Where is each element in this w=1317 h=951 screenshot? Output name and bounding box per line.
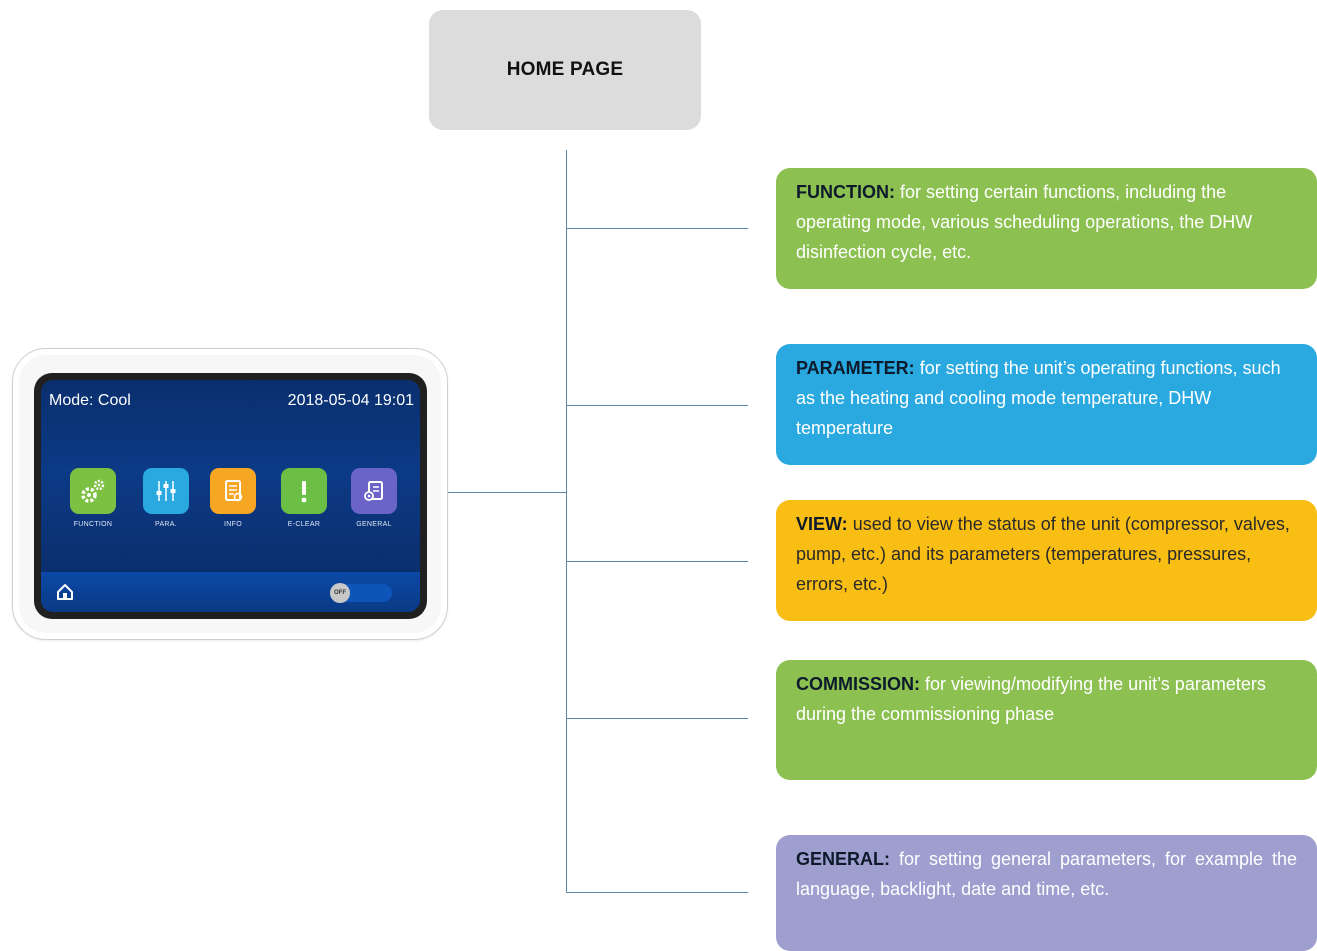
- toggle-label: OFF: [334, 590, 346, 596]
- e-clear-tile: [281, 468, 327, 514]
- function-box: FUNCTION: for setting certain functions,…: [776, 168, 1317, 289]
- function-label: FUNCTION:: [796, 182, 895, 202]
- sliders-icon: [156, 481, 176, 501]
- connector-general: [566, 892, 748, 893]
- general-label: GENERAL:: [796, 849, 890, 869]
- parameter-box: PARAMETER: for setting the unit’s operat…: [776, 344, 1317, 465]
- screen-mode: Mode: Cool: [49, 392, 131, 409]
- view-text: used to view the status of the unit (com…: [796, 514, 1290, 594]
- screen-datetime: 2018-05-04 19:01: [287, 392, 414, 409]
- general-text: for setting general parameters, for exam…: [796, 849, 1297, 899]
- e-clear-tile-label: E-CLEAR: [287, 521, 321, 528]
- parameter-text: for setting the unit’s operating functio…: [796, 358, 1281, 438]
- general-tile-label: GENERAL: [356, 521, 392, 528]
- screen-bottom-bar: OFF: [41, 572, 420, 612]
- document-icon: [225, 480, 243, 502]
- para-tile-label: PARA.: [155, 521, 177, 528]
- commission-label: COMMISSION:: [796, 674, 920, 694]
- home-icon: [57, 584, 73, 600]
- home-page-box: HOME PAGE: [429, 10, 701, 130]
- connector-function: [566, 228, 748, 229]
- general-tile: [351, 468, 397, 514]
- connector-parameter: [566, 405, 748, 406]
- home-page-title: HOME PAGE: [506, 59, 624, 80]
- commission-box: COMMISSION: for viewing/modifying the un…: [776, 660, 1317, 780]
- control-panel-device: Mode: Cool 2018-05-04 19:01 FUNCTION: [12, 348, 448, 640]
- toggle-knob: OFF: [330, 583, 350, 603]
- power-toggle: OFF: [330, 583, 392, 603]
- parameter-label: PARAMETER:: [796, 358, 915, 378]
- view-label: VIEW:: [796, 514, 848, 534]
- exclamation-icon: [301, 481, 307, 503]
- function-tile-label: FUNCTION: [73, 521, 113, 528]
- gears-icon: [81, 479, 105, 503]
- para-tile: [143, 468, 189, 514]
- info-tile: [210, 468, 256, 514]
- settings-document-icon: [364, 481, 383, 501]
- info-tile-label: INFO: [224, 521, 242, 528]
- connector-trunk: [566, 150, 567, 892]
- function-tile: [70, 468, 116, 514]
- commission-text: for viewing/modifying the unit’s paramet…: [796, 674, 1266, 724]
- connector-device: [448, 492, 566, 493]
- function-text: for setting certain functions, including…: [796, 182, 1253, 262]
- connector-commission: [566, 718, 748, 719]
- general-box: GENERAL: for setting general parameters,…: [776, 835, 1317, 951]
- view-box: VIEW: used to view the status of the uni…: [776, 500, 1317, 621]
- device-screen: Mode: Cool 2018-05-04 19:01 FUNCTION: [41, 380, 420, 612]
- connector-view: [566, 561, 748, 562]
- device-bezel: Mode: Cool 2018-05-04 19:01 FUNCTION: [34, 373, 427, 619]
